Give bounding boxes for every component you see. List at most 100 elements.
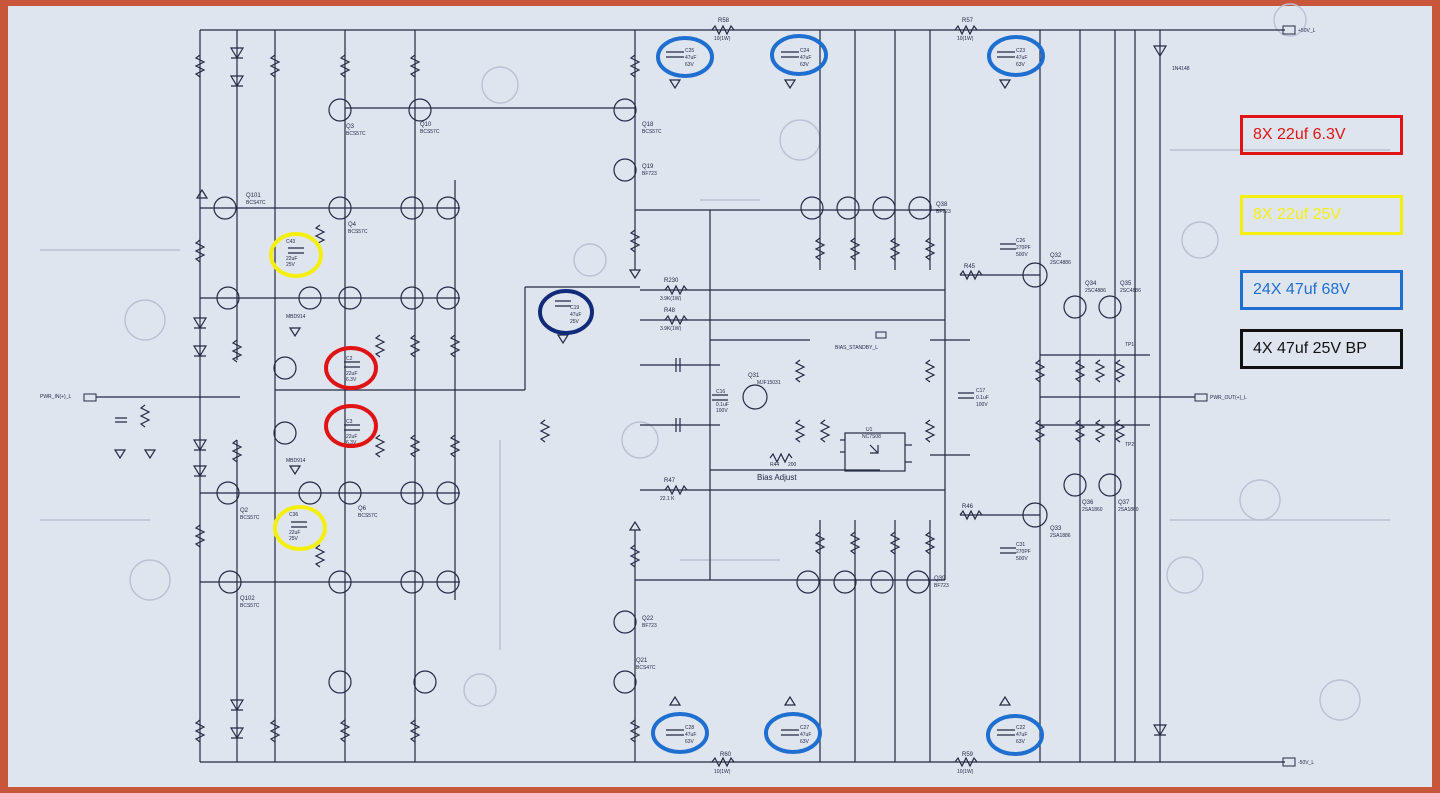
r59-resistor — [954, 756, 978, 768]
tp1-label: TP1 — [1125, 342, 1134, 348]
q102-type: BCS57C — [240, 603, 260, 609]
c17-label: C17 — [976, 388, 985, 394]
r60-value: 10(1W) — [714, 769, 731, 775]
c24-voltage: 63V — [800, 62, 810, 68]
legend-red-box: 8X 22uf 6.3V — [1240, 115, 1403, 155]
d2-type: MBD914 — [286, 458, 306, 464]
q19-label: Q19 — [642, 164, 654, 170]
ghost-traces — [40, 3, 1390, 721]
red-highlight-c3 — [324, 404, 378, 448]
q22-label: Q22 — [642, 616, 654, 622]
q31-type: MJF15031 — [757, 380, 781, 386]
q32-label: Q32 — [1050, 253, 1062, 259]
r230-label: R230 — [664, 278, 679, 284]
legend-yellow-text: 8X 22uf 25V — [1253, 206, 1342, 223]
legend-red-text: 8X 22uf 6.3V — [1253, 126, 1346, 143]
q22-type: BF723 — [642, 623, 657, 629]
transistor-array — [213, 98, 1122, 694]
c25-voltage: 63V — [685, 62, 695, 68]
q101-label: Q101 — [246, 193, 261, 199]
c22-voltage: 63V — [1016, 739, 1026, 745]
c16-value: 0.1uF — [716, 402, 729, 408]
r47-value: 22.1 K — [660, 496, 675, 502]
r47-label: R47 — [664, 478, 676, 484]
c31-voltage: 500V — [1016, 556, 1028, 562]
r57-label: R57 — [962, 18, 974, 24]
r44-label: R44 — [770, 462, 779, 468]
q21-label: Q21 — [636, 658, 648, 664]
bias-standby-connector — [875, 331, 887, 339]
r46-resistor — [959, 509, 983, 521]
pwr-in-connector — [83, 393, 97, 402]
c23-voltage: 63V — [1016, 62, 1026, 68]
r44-value: 200 — [788, 462, 797, 468]
capacitor-array — [113, 51, 1016, 736]
q18-label: Q18 — [642, 122, 654, 128]
q10-type: BCS57C — [420, 129, 440, 135]
c31-value: 270PF — [1016, 549, 1031, 555]
blue-highlight-c28 — [651, 712, 709, 754]
blue-highlight-c23 — [987, 35, 1045, 77]
tp2-label: TP2 — [1125, 442, 1134, 448]
c19-label: C19 — [570, 305, 579, 311]
c28-label: C28 — [685, 725, 694, 731]
red-highlight-c2 — [324, 346, 378, 390]
q36-label: Q36 — [1082, 500, 1094, 506]
q35-label: Q35 — [1120, 281, 1132, 287]
supply-rails: +50V_L -50V_L R58 10(1W) R57 10(1W) R60 … — [200, 18, 1316, 775]
blue-highlight-c27 — [764, 712, 822, 754]
diode-array — [192, 45, 1168, 740]
c3-label: C3 — [346, 419, 353, 425]
q102-label: Q102 — [240, 596, 255, 602]
c28-voltage: 63V — [685, 739, 695, 745]
resistor-array — [139, 54, 1126, 743]
q6-type: BCS57C — [358, 513, 378, 519]
yellow-highlight-c36 — [273, 505, 327, 551]
q34-type: 2SC4886 — [1085, 288, 1106, 294]
c2-label: C2 — [346, 356, 353, 362]
q3-type: BCS57C — [346, 131, 366, 137]
c24-label: C24 — [800, 48, 809, 54]
c3-value: 22uF — [346, 434, 357, 440]
c16-label: C16 — [716, 389, 725, 395]
c17-value: 0.1uF — [976, 395, 989, 401]
c27-value: 47uF — [800, 732, 811, 738]
c22-value: 47uF — [1016, 732, 1027, 738]
q33-type: 2SA1886 — [1050, 533, 1071, 539]
q21-type: BCS47C — [636, 665, 656, 671]
q38-type: BF723 — [936, 209, 951, 215]
c19-voltage: 25V — [570, 319, 580, 325]
c16-voltage: 100V — [716, 408, 728, 414]
c26-label: C26 — [1016, 238, 1025, 244]
q4-label: Q4 — [348, 222, 357, 228]
r58-label: R58 — [718, 18, 730, 24]
q10-label: Q10 — [420, 122, 432, 128]
q2-type: BCS57C — [240, 515, 260, 521]
r46-label: R46 — [962, 504, 974, 510]
r44-potentiometer — [769, 452, 793, 464]
c23-label: C23 — [1016, 48, 1025, 54]
q18-type: BCS57C — [642, 129, 662, 135]
c2-value: 22uF — [346, 371, 357, 377]
c43-voltage: 25V — [286, 262, 296, 268]
r57-value: 10(1W) — [957, 36, 974, 42]
blue-highlight-c24 — [770, 34, 828, 76]
c36-label: C36 — [289, 512, 298, 518]
q37-label: Q37 — [1118, 500, 1130, 506]
legend-black-text: 4X 47uf 25V BP — [1253, 340, 1367, 357]
bias-adjust-label: Bias Adjust — [757, 473, 797, 482]
c25-label: C25 — [685, 48, 694, 54]
d-upper — [1152, 45, 1168, 58]
q35-type: 2SC4886 — [1120, 288, 1141, 294]
d-lower — [1152, 724, 1168, 737]
c36-value: 22uF — [289, 530, 300, 536]
d1-type: MBD914 — [286, 314, 306, 320]
q4-type: BCS57C — [348, 229, 368, 235]
minus-rail-label: -50V_L — [1298, 760, 1314, 766]
c24-value: 47uF — [800, 55, 811, 61]
pwr-in-label: PWR_IN(+)_L — [40, 394, 71, 400]
plus-rail-label: +50V_L — [1298, 28, 1316, 34]
r48-value: 3.9K(1W) — [660, 326, 681, 332]
legend-yellow-box: 8X 22uf 25V — [1240, 195, 1403, 235]
